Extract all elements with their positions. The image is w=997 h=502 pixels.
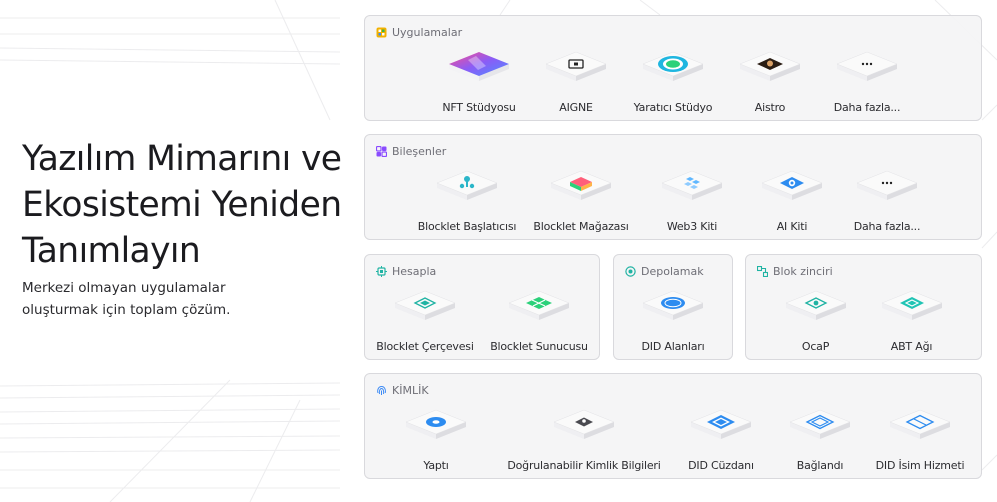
- identity-connected[interactable]: Bağlandı: [778, 406, 862, 472]
- fingerprint-icon: [377, 385, 386, 395]
- identity-verifiable-credentials[interactable]: Doğrulanabilir Kimlik Bilgileri: [504, 406, 664, 472]
- blocklet-server-icon: [508, 290, 570, 320]
- verifiable-credentials-icon: [553, 409, 615, 439]
- identity-label: DID Cüzdanı: [688, 459, 754, 472]
- app-aigne[interactable]: AIGNE: [538, 48, 614, 114]
- storage-label: DID Alanları: [641, 340, 705, 353]
- section-title: KİMLİK: [392, 384, 429, 397]
- apps-items: NFT Stüdyosu AIGNE Yaratıcı Stüdyo: [365, 48, 981, 120]
- section-compute: Hesapla Blocklet Çerçevesi Blocklet Sunu…: [364, 254, 600, 360]
- identity-did-name-service[interactable]: DID İsim Hizmeti: [870, 406, 970, 472]
- web3-kit-icon: [661, 170, 723, 200]
- section-title: Hesapla: [392, 265, 437, 278]
- blocklet-framework-icon: [394, 290, 456, 320]
- compute-items: Blocklet Çerçevesi Blocklet Sunucusu: [365, 287, 599, 359]
- app-nft-studio[interactable]: NFT Stüdyosu: [441, 48, 517, 114]
- creative-studio-icon: [642, 51, 704, 81]
- section-title: Blok zinciri: [773, 265, 833, 278]
- component-label: AI Kiti: [776, 220, 808, 233]
- storage-did-spaces[interactable]: DID Alanları: [623, 287, 723, 353]
- compute-label: Blocklet Çerçevesi: [376, 340, 474, 353]
- section-storage: Depolamak DID Alanları: [613, 254, 733, 360]
- app-more[interactable]: Daha fazla...: [829, 48, 905, 114]
- hero-section: Yazılım Mimarını ve Ekosistemi Yeniden T…: [22, 136, 342, 321]
- app-aistro[interactable]: Aistro: [732, 48, 808, 114]
- section-identity: KİMLİK Yaptı Doğrulanabilir Kimlik Bilgi…: [364, 373, 982, 479]
- aigne-icon: [545, 51, 607, 81]
- app-label: Daha fazla...: [833, 101, 901, 114]
- blocklet-launcher-icon: [436, 170, 498, 200]
- did-wallet-icon: [690, 409, 752, 439]
- did-icon: [405, 409, 467, 439]
- component-label: Blocklet Başlatıcısı: [417, 220, 517, 233]
- components-items: Blocklet Başlatıcısı Blocklet Mağazası W…: [365, 167, 981, 239]
- abt-network-icon: [880, 290, 943, 320]
- blocklet-store-icon: [550, 170, 612, 200]
- blockchain-ocap[interactable]: OcaP: [781, 287, 851, 353]
- section-title: Depolamak: [641, 265, 704, 278]
- component-label: Web3 Kiti: [666, 220, 718, 233]
- nft-studio-icon: [449, 52, 509, 81]
- component-ai-kit[interactable]: AI Kiti: [750, 167, 834, 233]
- app-label: AIGNE: [559, 101, 593, 114]
- compute-blocklet-framework[interactable]: Blocklet Çerçevesi: [373, 287, 477, 353]
- app-label: Aistro: [754, 101, 786, 114]
- more-dots-icon: [836, 51, 898, 81]
- storage-icon: [625, 266, 636, 277]
- blockchain-label: OcaP: [801, 340, 830, 353]
- components-icon: [376, 146, 387, 157]
- section-apps: Uygulamalar NFT Stüdyosu AIGNE: [364, 15, 982, 121]
- identity-label: Bağlandı: [796, 459, 844, 472]
- identity-items: Yaptı Doğrulanabilir Kimlik Bilgileri DI…: [365, 406, 981, 478]
- identity-label: Yaptı: [423, 459, 449, 472]
- identity-label: Doğrulanabilir Kimlik Bilgileri: [507, 459, 661, 472]
- blockchain-items: OcaP ABT Ağı: [746, 287, 981, 359]
- did-spaces-icon: [642, 290, 704, 320]
- identity-label: DID İsim Hizmeti: [875, 459, 965, 472]
- component-label: Blocklet Mağazası: [533, 220, 629, 233]
- app-creative-studio[interactable]: Yaratıcı Stüdyo: [633, 48, 713, 114]
- app-label: Yaratıcı Stüdyo: [633, 101, 713, 114]
- aistro-icon: [739, 51, 801, 81]
- compute-blocklet-server[interactable]: Blocklet Sunucusu: [487, 287, 591, 353]
- hero-title: Yazılım Mimarını ve Ekosistemi Yeniden T…: [22, 139, 342, 271]
- section-blockchain: Blok zinciri OcaP ABT Ağı: [745, 254, 982, 360]
- apps-grid-icon: [376, 27, 387, 38]
- more-dots-icon: [856, 170, 918, 200]
- section-title: Uygulamalar: [392, 26, 463, 39]
- section-components: Bileşenler Blocklet Başlatıcısı Blocklet…: [364, 134, 982, 240]
- compute-label: Blocklet Sunucusu: [490, 340, 588, 353]
- ocap-icon: [784, 290, 847, 320]
- section-title: Bileşenler: [392, 145, 447, 158]
- component-label: Daha fazla...: [853, 220, 921, 233]
- ai-kit-icon: [761, 170, 823, 200]
- hero-subtitle: Merkezi olmayan uygulamalar oluşturmak i…: [22, 280, 231, 318]
- identity-did[interactable]: Yaptı: [376, 406, 496, 472]
- did-name-service-icon: [889, 409, 951, 439]
- blockchain-icon: [757, 266, 768, 277]
- identity-did-wallet[interactable]: DID Cüzdanı: [672, 406, 770, 472]
- component-blocklet-store[interactable]: Blocklet Mağazası: [528, 167, 634, 233]
- component-web3-kit[interactable]: Web3 Kiti: [642, 167, 742, 233]
- component-blocklet-launcher[interactable]: Blocklet Başlatıcısı: [414, 167, 520, 233]
- app-label: NFT Stüdyosu: [442, 101, 516, 114]
- blockchain-label: ABT Ağı: [890, 340, 933, 353]
- component-more[interactable]: Daha fazla...: [842, 167, 932, 233]
- blockchain-abt-network[interactable]: ABT Ağı: [877, 287, 947, 353]
- storage-items: DID Alanları: [614, 287, 732, 359]
- compute-icon: [376, 266, 387, 277]
- connected-icon: [789, 409, 851, 439]
